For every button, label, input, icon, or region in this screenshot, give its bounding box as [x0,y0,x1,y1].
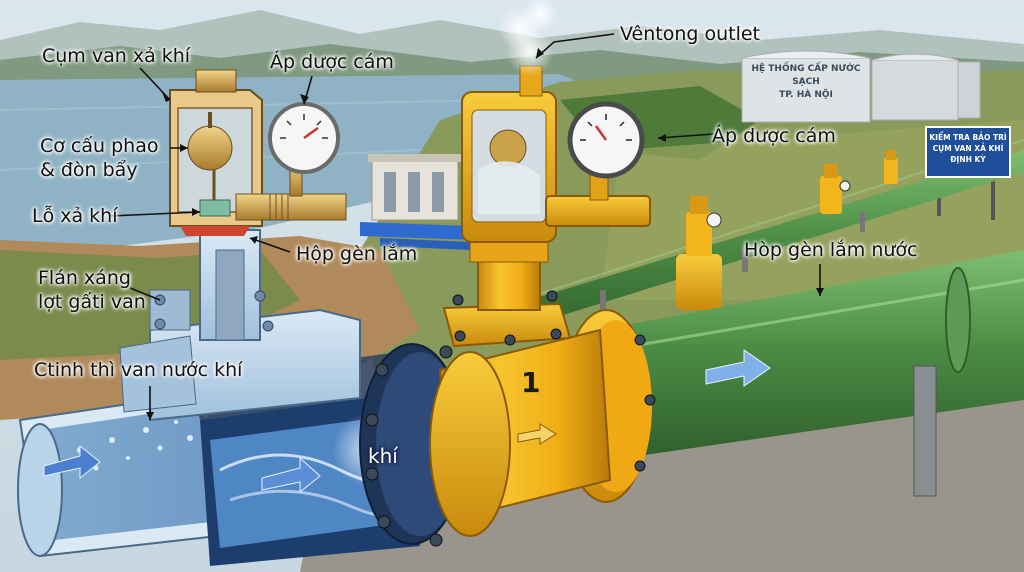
maintenance-sign: KIỂM TRA BẢO TRÌ CỤM VAN XẢ KHÍ ĐỊNH KỲ [925,126,1011,178]
label-pressure-top-left: Áp dược cám [270,51,394,73]
label-cutaway-caption: Ctinh thì van nước khí [34,359,243,381]
valve-number: 1 [521,366,541,399]
leader-arrowheads [146,48,824,420]
label-air-vent-hole: Lỗ xả khí [32,205,118,227]
main-yellow-valve [359,0,656,547]
main-green-pipe [600,250,1024,497]
flow-arrow-icon [705,349,771,387]
label-air-valve-assembly: Cụm van xả khí [42,45,191,67]
tank-text-line1: HỆ THỐNG CẤP NƯỚC SẠCH [751,64,861,87]
label-flange-line2: lợt gấti van [38,291,146,313]
label-flange: Flán xáng lợt gấti van [38,266,146,314]
sign-line1: KIỂM TRA BẢO TRÌ [929,133,1007,142]
label-seal-box-left: Hộp gèn lắm [296,243,418,265]
pump-station [360,154,476,250]
label-flange-line1: Flán xáng [38,267,131,289]
label-float-mechanism-line2: & đòn bẩy [40,159,138,181]
label-float-mechanism-line1: Cơ cấu phao [40,135,159,157]
label-vent-outlet: Vêntong outlet [620,23,761,45]
label-float-mechanism: Cơ cấu phao & đòn bẩy [40,134,158,182]
label-seal-box-right: Hòp gèn lắm nước [744,239,918,261]
label-pressure-right: Áp dược cám [712,125,836,147]
tank-text: HỆ THỐNG CẤP NƯỚC SẠCH TP. HÀ NỘI [746,63,866,102]
label-air-in-pipe: khí [368,444,398,468]
water-tanks [741,50,981,123]
steam-plume-icon [498,0,558,76]
cutaway-valve [119,69,361,422]
sign-line3: ĐỊNH KỲ [950,155,986,164]
sign-line2: CỤM VAN XẢ KHÍ [932,144,1004,153]
tank-text-line2: TP. HÀ NỘI [779,90,833,100]
